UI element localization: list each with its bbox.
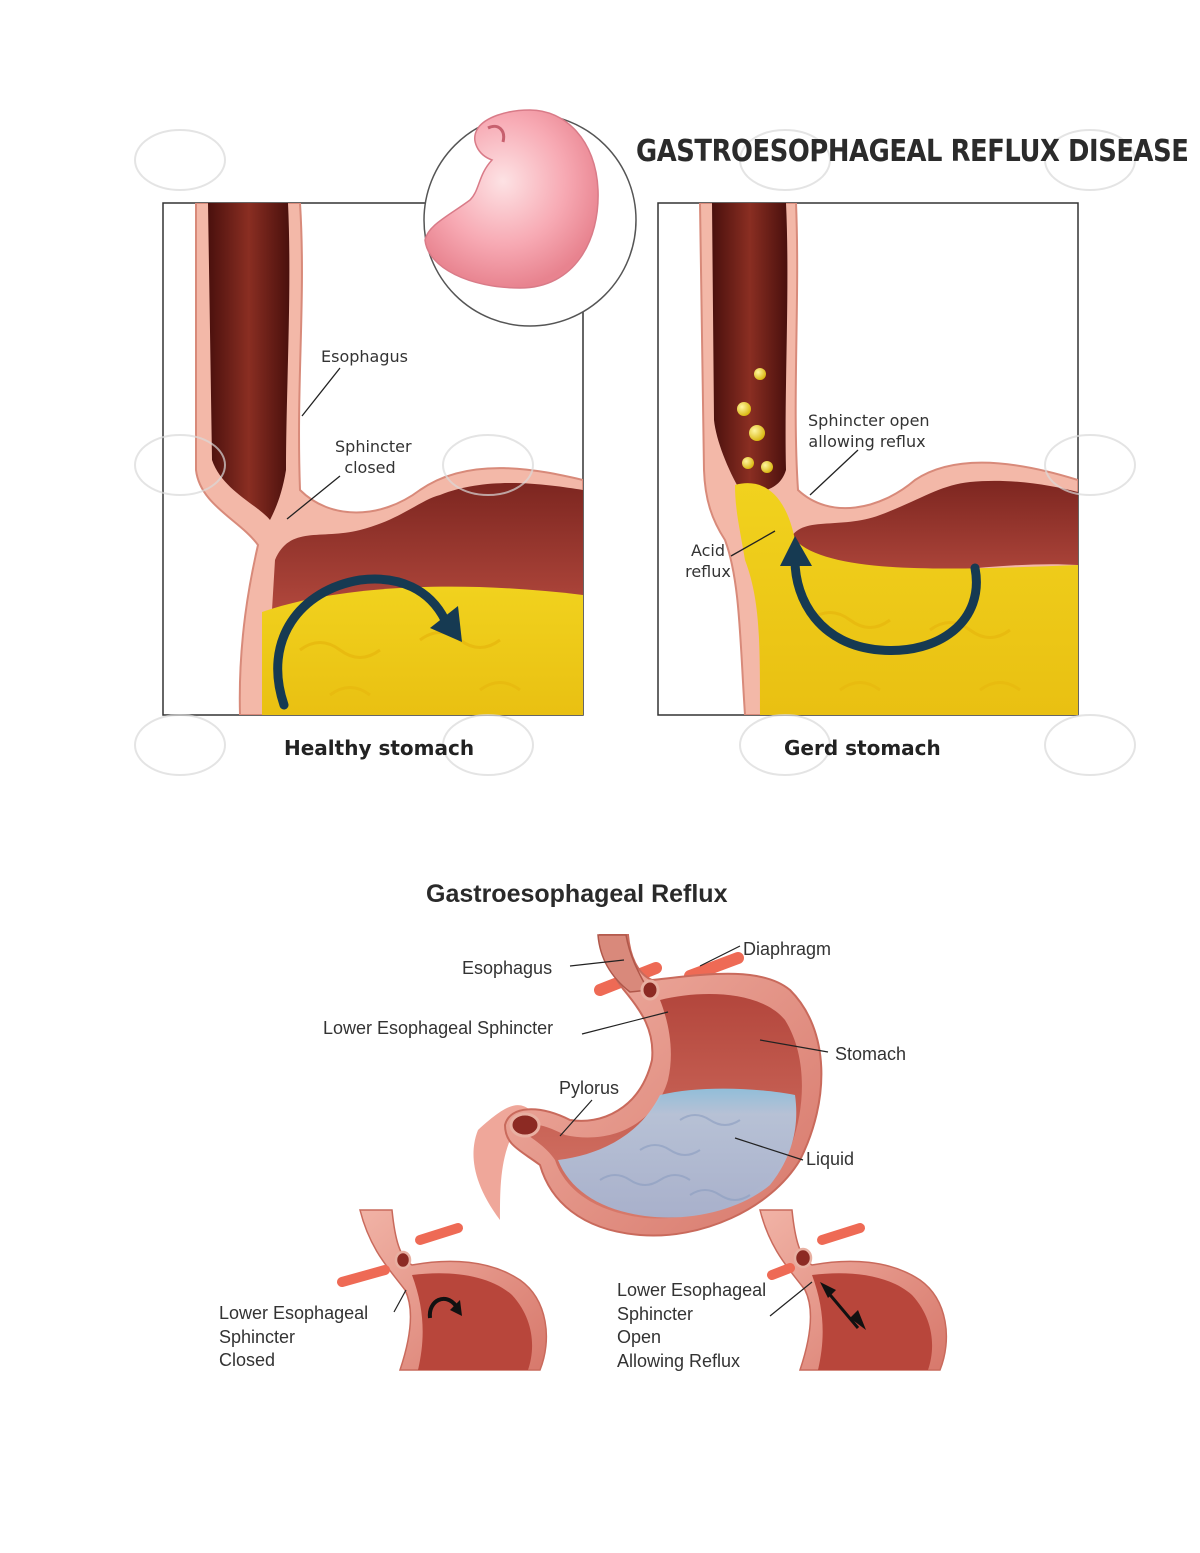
gerd-sphincter-open-label: Sphincter open allowing reflux bbox=[808, 410, 930, 452]
gerd-stomach-lining bbox=[790, 480, 1078, 580]
les-label: Lower Esophageal Sphincter bbox=[323, 1018, 554, 1038]
open-label-line: Open bbox=[617, 1327, 662, 1347]
healthy-stomach-caption: Healthy stomach bbox=[284, 736, 475, 760]
gerd-reflux-arrow bbox=[790, 555, 981, 655]
acid-label-line: Acid bbox=[690, 541, 726, 560]
acid-reflux-label: Acid reflux bbox=[684, 540, 732, 582]
sphincter-label-line: Sphincter bbox=[335, 437, 412, 456]
sphincter-open-label-line: allowing reflux bbox=[808, 432, 926, 451]
open-inset-arrow bbox=[824, 1289, 860, 1329]
stomach-label: Stomach bbox=[835, 1044, 907, 1064]
healthy-esophagus-label: Esophagus bbox=[321, 347, 408, 366]
sphincter-open-label-line: Sphincter open bbox=[808, 411, 930, 430]
bottom-figure-title: Gastroesophageal Reflux bbox=[426, 880, 728, 908]
acid-bubble bbox=[754, 368, 766, 380]
closed-label-line: Sphincter bbox=[219, 1326, 296, 1347]
acid-bubble bbox=[737, 402, 751, 416]
diaphragm-band bbox=[684, 952, 744, 982]
sphincter-label-line: closed bbox=[344, 458, 396, 477]
diaphragm-label: Diaphragm bbox=[743, 939, 832, 959]
open-sphincter-inset bbox=[759, 1209, 948, 1371]
liquid-label: Liquid bbox=[806, 1149, 855, 1169]
stomach-overview-circle bbox=[423, 109, 637, 327]
esophagus-label: Esophagus bbox=[462, 958, 553, 978]
closed-label-line: Lower Esophageal bbox=[219, 1303, 369, 1323]
closed-sphincter-inset bbox=[337, 1209, 548, 1371]
watermark-layer bbox=[134, 129, 1136, 776]
stomach-overview-icon bbox=[424, 109, 599, 289]
gerd-stomach-panel bbox=[657, 202, 1079, 716]
reflux-anatomy-figure bbox=[473, 934, 829, 1237]
gerd-stomach-caption: Gerd stomach bbox=[784, 736, 941, 760]
open-sphincter-label: Lower Esophageal Sphincter Open Allowing… bbox=[617, 1279, 766, 1373]
top-figure-title: GASTROESOPHAGEAL REFLUX DISEASE bbox=[636, 134, 1189, 169]
closed-inset-arrow bbox=[427, 1296, 458, 1319]
esophagus-tube bbox=[597, 934, 650, 993]
acid-bubble bbox=[749, 425, 765, 441]
gerd-gastric-acid bbox=[735, 483, 1078, 715]
open-label-line: Sphincter bbox=[617, 1303, 694, 1324]
healthy-circulation-arrow bbox=[273, 574, 450, 710]
acid-bubble bbox=[761, 461, 773, 473]
open-label-line: Allowing Reflux bbox=[617, 1350, 741, 1371]
acid-bubble bbox=[742, 457, 754, 469]
gerd-esophagus-lumen bbox=[712, 203, 788, 492]
open-label-line: Lower Esophageal bbox=[617, 1280, 767, 1300]
healthy-esophagus-lumen bbox=[208, 203, 290, 520]
healthy-sphincter-label: Sphincter closed bbox=[335, 436, 412, 478]
closed-label-line: Closed bbox=[219, 1350, 276, 1370]
acid-label-line: reflux bbox=[685, 562, 731, 581]
pylorus-label: Pylorus bbox=[559, 1078, 620, 1098]
closed-sphincter-label: Lower Esophageal Sphincter Closed bbox=[219, 1302, 368, 1373]
